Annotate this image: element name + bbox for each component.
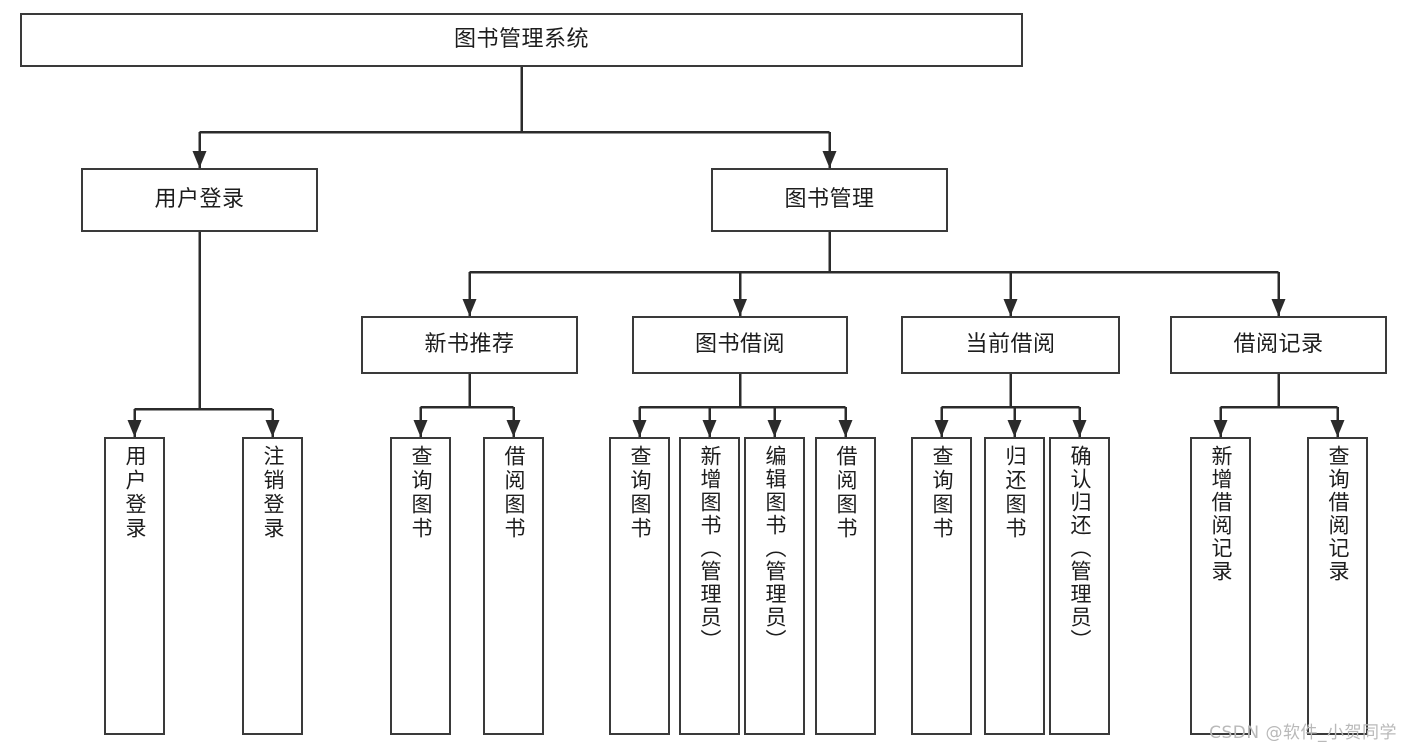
node-leaf-new-1[interactable]: 查询图书 bbox=[390, 437, 451, 735]
node-borrow[interactable]: 图书借阅 bbox=[632, 316, 848, 374]
node-leaf-new-2[interactable]: 借阅图书 bbox=[483, 437, 544, 735]
watermark-label: CSDN @软件_小贺同学 bbox=[1209, 723, 1397, 743]
node-leaf-cur-2[interactable]: 归还图书 bbox=[984, 437, 1045, 735]
node-label: 编辑图书（管理员） bbox=[763, 445, 787, 652]
node-newrec[interactable]: 新书推荐 bbox=[361, 316, 578, 374]
node-label: 查询借阅记录 bbox=[1326, 445, 1350, 583]
node-label: 注销登录 bbox=[261, 445, 285, 541]
node-label: 图书管理 bbox=[784, 186, 875, 212]
node-label: 查询图书 bbox=[628, 445, 652, 541]
node-label: 借阅记录 bbox=[1233, 331, 1324, 357]
node-label: 查询图书 bbox=[930, 445, 954, 541]
node-leaf-cur-3[interactable]: 确认归还（管理员） bbox=[1049, 437, 1110, 735]
node-leaf-rec-1[interactable]: 新增借阅记录 bbox=[1190, 437, 1251, 735]
node-label: 新书推荐 bbox=[424, 331, 515, 357]
node-label: 借阅图书 bbox=[834, 445, 858, 541]
node-label: 图书借阅 bbox=[694, 331, 785, 357]
node-current[interactable]: 当前借阅 bbox=[901, 316, 1120, 374]
node-leaf-rec-2[interactable]: 查询借阅记录 bbox=[1307, 437, 1368, 735]
node-label: 新增图书（管理员） bbox=[698, 445, 722, 652]
node-leaf-bor-4[interactable]: 借阅图书 bbox=[815, 437, 876, 735]
node-bookmgmt[interactable]: 图书管理 bbox=[711, 168, 948, 232]
node-label: 用户登录 bbox=[154, 186, 245, 212]
node-leaf-login-1[interactable]: 用户登录 bbox=[104, 437, 165, 735]
node-label: 查询图书 bbox=[409, 445, 433, 541]
node-label: 确认归还（管理员） bbox=[1068, 445, 1092, 652]
node-leaf-bor-2[interactable]: 新增图书（管理员） bbox=[679, 437, 740, 735]
node-label: 当前借阅 bbox=[965, 331, 1056, 357]
node-root[interactable]: 图书管理系统 bbox=[20, 13, 1023, 67]
node-leaf-bor-3[interactable]: 编辑图书（管理员） bbox=[744, 437, 805, 735]
node-label: 归还图书 bbox=[1003, 445, 1027, 541]
node-leaf-bor-1[interactable]: 查询图书 bbox=[609, 437, 670, 735]
node-label: 借阅图书 bbox=[502, 445, 526, 541]
node-login[interactable]: 用户登录 bbox=[81, 168, 318, 232]
node-label: 图书管理系统 bbox=[453, 26, 589, 52]
node-records[interactable]: 借阅记录 bbox=[1170, 316, 1387, 374]
node-leaf-cur-1[interactable]: 查询图书 bbox=[911, 437, 972, 735]
node-leaf-login-2[interactable]: 注销登录 bbox=[242, 437, 303, 735]
node-label: 用户登录 bbox=[123, 445, 147, 541]
node-label: 新增借阅记录 bbox=[1209, 445, 1233, 583]
